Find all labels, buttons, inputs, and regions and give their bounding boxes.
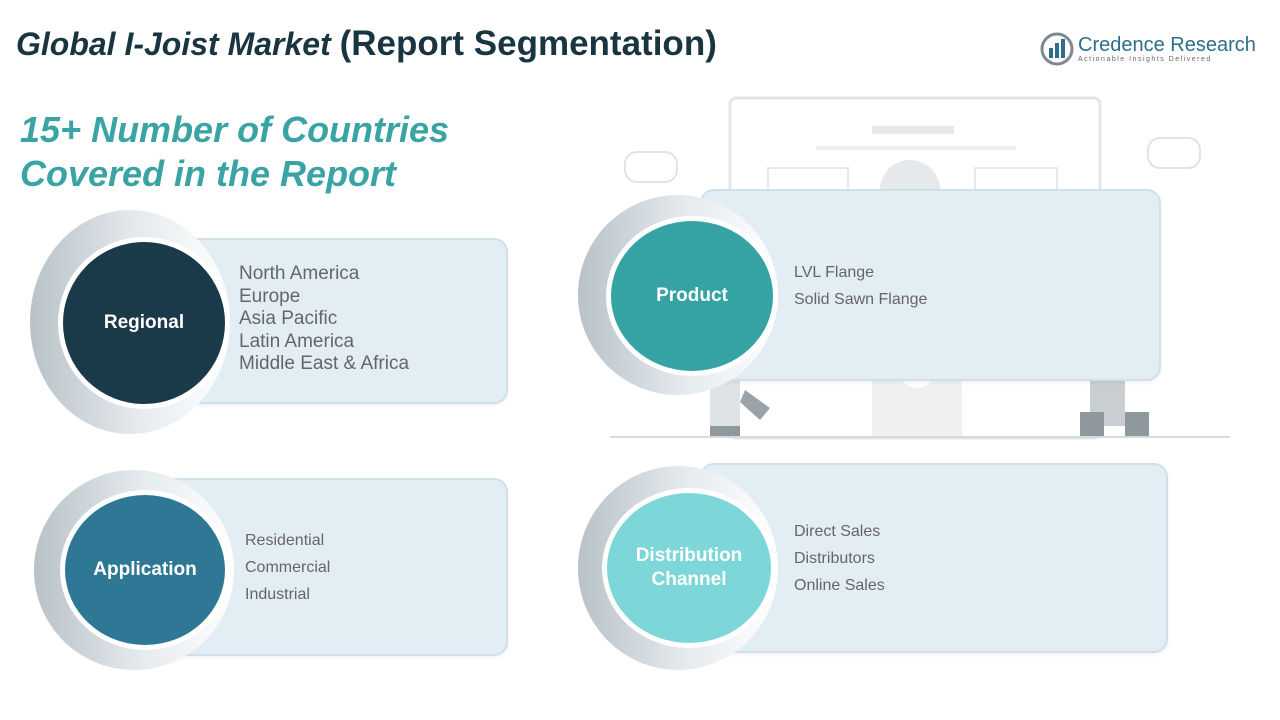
countries-heading: 15+ Number of Countries Covered in the R… xyxy=(20,108,449,196)
list-item: Distributors xyxy=(794,550,875,567)
list-item: Online Sales xyxy=(794,577,885,594)
regional-label: Regional xyxy=(103,312,185,333)
logo-tagline: Actionable Insights Delivered xyxy=(1078,56,1212,63)
list-item: LVL Flange xyxy=(794,264,875,281)
product-list: LVL Flange Solid Sawn Flange xyxy=(794,259,927,313)
list-item: Solid Sawn Flange xyxy=(794,291,928,308)
application-list: Residential Commercial Industrial xyxy=(245,527,330,608)
list-item: Direct Sales xyxy=(794,523,881,540)
list-item: North America xyxy=(239,263,360,284)
countries-heading-line1: 15+ Number of Countries xyxy=(20,109,450,150)
list-item: Latin America xyxy=(239,330,355,352)
countries-heading-line2: Covered in the Report xyxy=(20,153,397,194)
regional-circle: Regional xyxy=(58,237,230,409)
product-label: Product xyxy=(656,285,728,306)
list-item: Commercial xyxy=(245,559,331,576)
company-logo: Credence Research Actionable Insights De… xyxy=(1040,30,1260,70)
title-suffix: (Report Segmentation) xyxy=(339,24,717,63)
distribution-circle: Distribution Channel xyxy=(602,488,776,648)
list-item: Europe xyxy=(239,285,301,307)
product-circle: Product xyxy=(606,216,778,376)
title-main: Global I-Joist Market xyxy=(16,26,331,62)
list-item: Residential xyxy=(245,532,325,549)
logo-name: Credence Research xyxy=(1078,34,1256,56)
list-item: Middle East & Africa xyxy=(239,353,410,374)
application-label: Application xyxy=(93,559,197,580)
logo-icon xyxy=(1040,32,1074,66)
distribution-card xyxy=(700,463,1168,653)
application-circle: Application xyxy=(60,490,230,650)
list-item: Industrial xyxy=(245,586,310,603)
distribution-label-line1: Distribution xyxy=(635,545,743,566)
regional-list: North America Europe Asia Pacific Latin … xyxy=(239,263,409,376)
list-item: Asia Pacific xyxy=(239,308,338,329)
distribution-label-line2: Channel xyxy=(651,569,727,590)
page-title: Global I-Joist Market (Report Segmentati… xyxy=(16,24,717,64)
distribution-list: Direct Sales Distributors Online Sales xyxy=(794,518,885,599)
